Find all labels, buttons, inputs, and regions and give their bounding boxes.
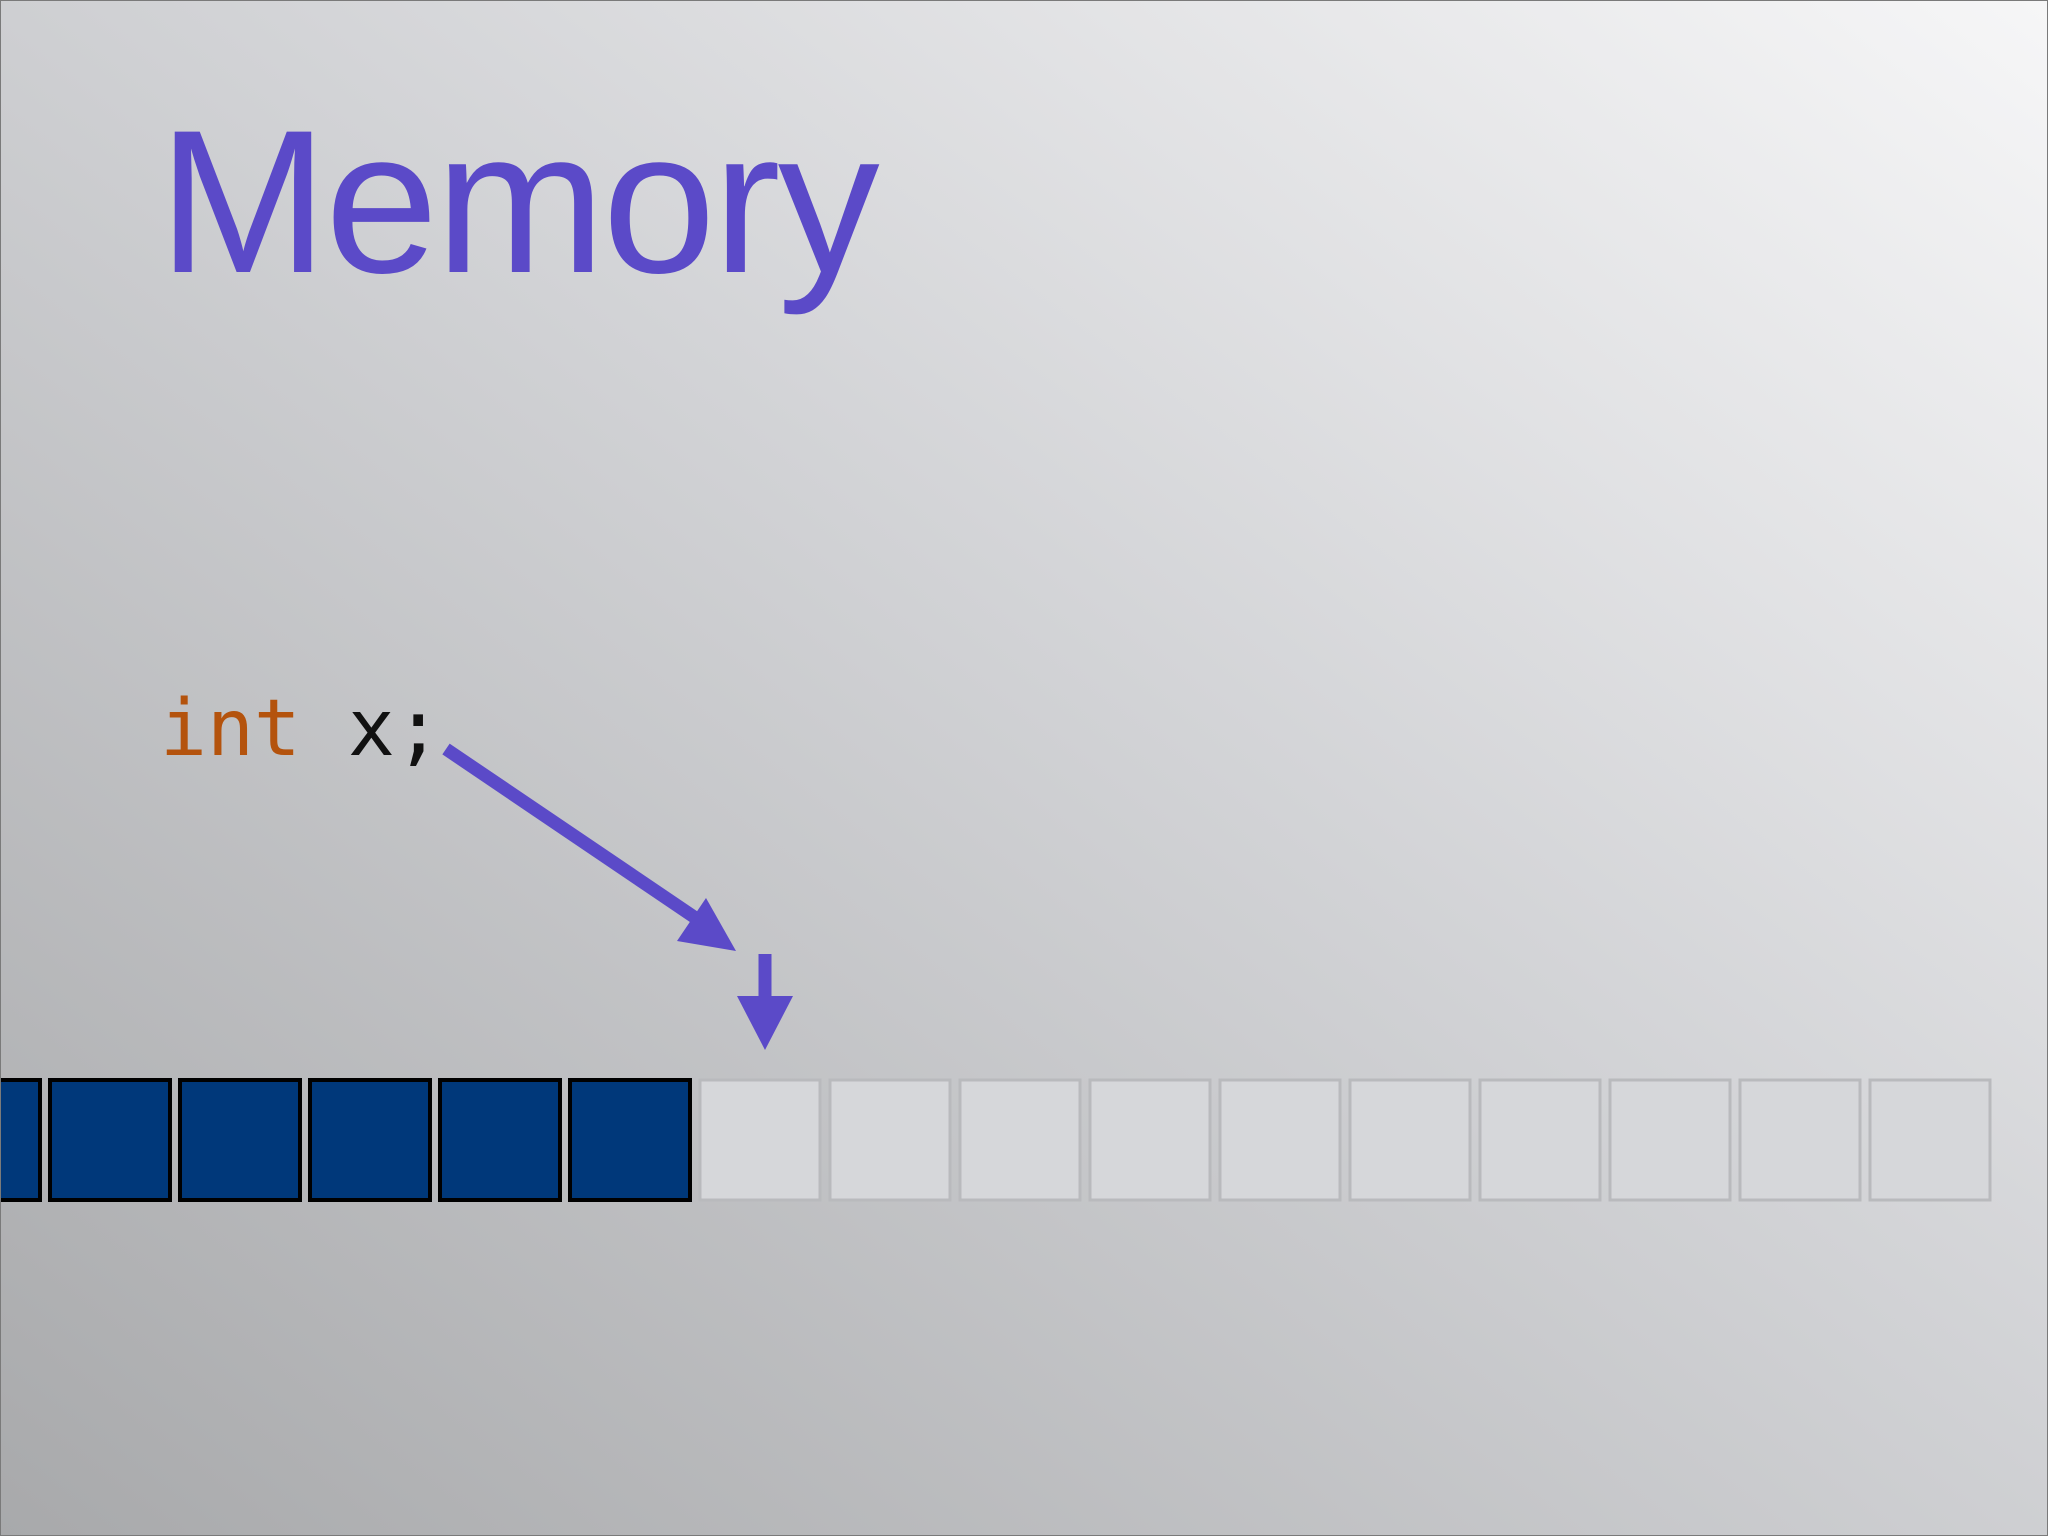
code-keyword: int (160, 684, 301, 774)
memory-cell-filled (568, 1078, 692, 1202)
slot-arrow-head (737, 996, 793, 1050)
memory-cell-empty (1088, 1078, 1212, 1202)
memory-cell-empty (1738, 1078, 1862, 1202)
memory-cell-filled (438, 1078, 562, 1202)
memory-cell-empty (1868, 1078, 1992, 1202)
memory-cell-empty (828, 1078, 952, 1202)
code-identifier: x; (300, 684, 442, 774)
memory-cell-empty (958, 1078, 1082, 1202)
code-snippet: int x; (160, 690, 442, 768)
pointer-arrow-head (677, 898, 736, 951)
memory-cell-empty (1608, 1078, 1732, 1202)
slide-title: Memory (158, 88, 880, 316)
memory-cell-filled (308, 1078, 432, 1202)
memory-cell-filled (178, 1078, 302, 1202)
memory-cell-empty (1478, 1078, 1602, 1202)
memory-cell-empty (1218, 1078, 1342, 1202)
memory-cell-empty (698, 1078, 822, 1202)
pointer-arrow-shaft (442, 743, 704, 927)
memory-cells (0, 1078, 1992, 1202)
memory-cell-empty (1348, 1078, 1472, 1202)
memory-cell-filled (0, 1078, 42, 1202)
memory-cell-filled (48, 1078, 172, 1202)
